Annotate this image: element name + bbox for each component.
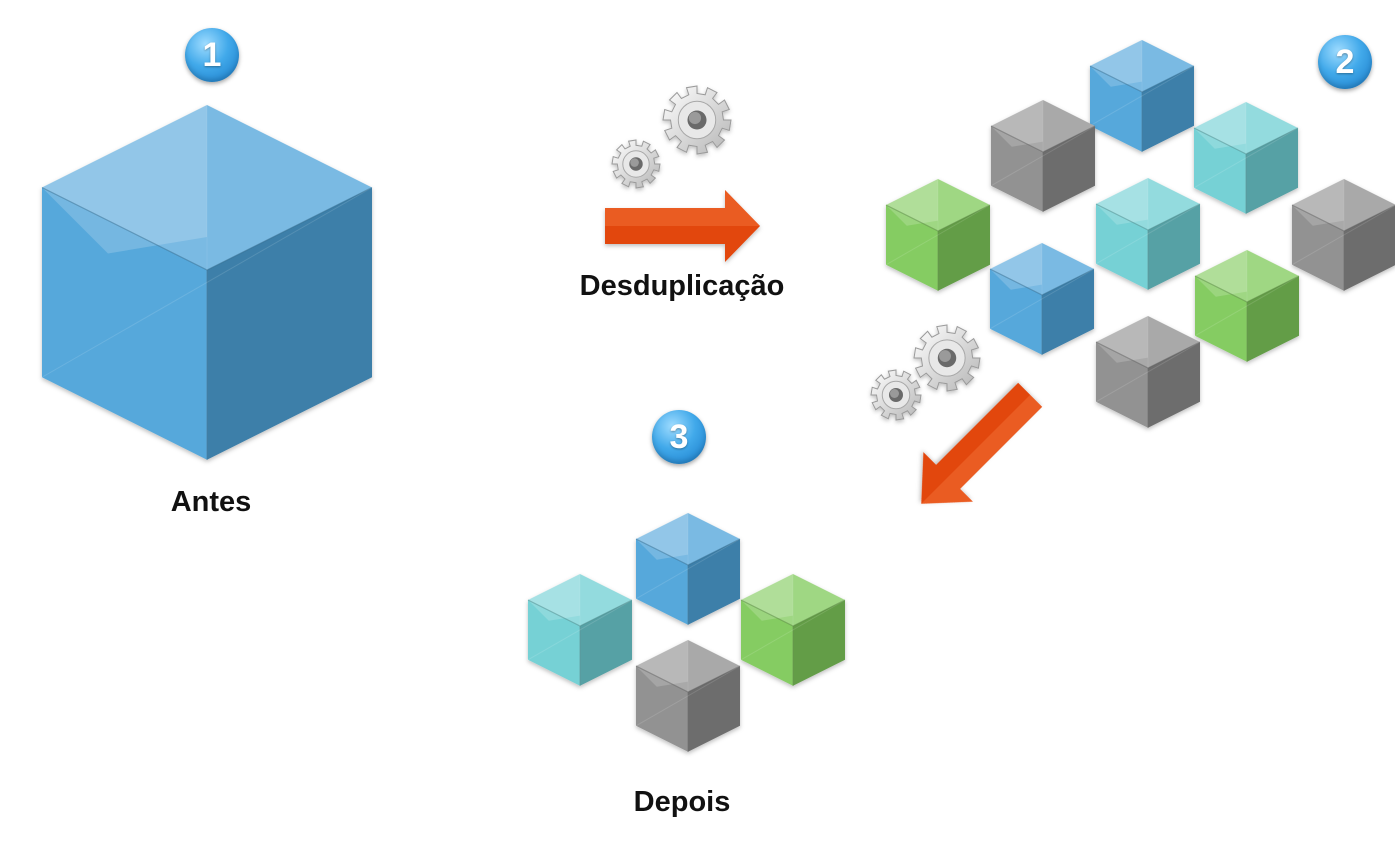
unique-cube-2 [527, 574, 633, 686]
duplicate-cube-6 [1291, 179, 1395, 291]
duplicate-cube-5 [1095, 178, 1201, 290]
deduplication-label: Desduplicação [579, 270, 785, 302]
gear-icon [913, 324, 981, 392]
arrow-right-icon [605, 190, 760, 262]
gear-icon [611, 139, 661, 189]
gear-icon [870, 369, 922, 421]
after-label: Depois [633, 786, 731, 818]
duplicate-cube-9 [1095, 316, 1201, 428]
duplicate-cube-2 [990, 100, 1096, 212]
before-label: Antes [170, 486, 252, 518]
duplicate-cube-8 [1194, 250, 1300, 362]
gear-icon [662, 85, 732, 155]
duplicate-cube-1 [1089, 40, 1195, 152]
duplicate-cube-3 [1193, 102, 1299, 214]
unique-cube-4 [635, 640, 741, 752]
duplicate-cube-4 [885, 179, 991, 291]
unique-cube-1 [635, 513, 741, 625]
step-1-badge: 1 [185, 28, 239, 82]
step-3-badge: 3 [652, 410, 706, 464]
step-2-badge: 2 [1318, 35, 1372, 89]
big-cube [41, 105, 373, 460]
duplicate-cube-7 [989, 243, 1095, 355]
unique-cube-3 [740, 574, 846, 686]
arrow-down-left-icon [921, 382, 1043, 504]
